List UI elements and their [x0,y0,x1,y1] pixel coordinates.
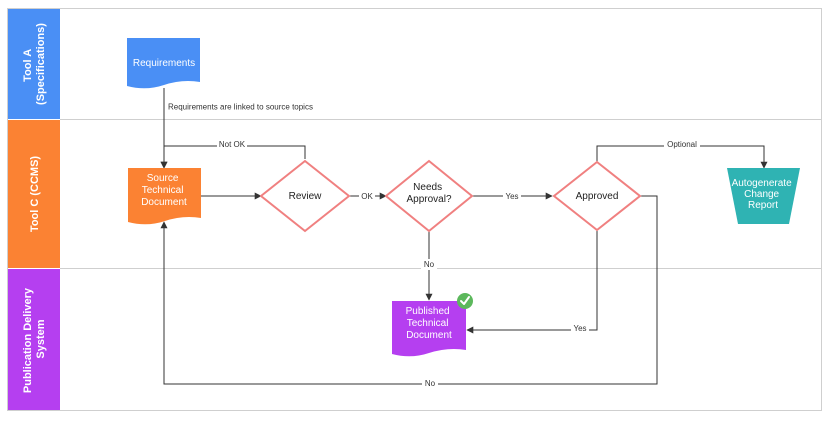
needs-approval-diamond [384,159,474,233]
checkmark-icon [457,293,473,309]
lane-header-tool-a [8,9,60,119]
approved-label: Approved [576,191,619,202]
lane-header-tool-c [8,120,60,268]
edges: Requirements are linked to source topics… [160,88,768,389]
requirements-label: Requirements [133,58,195,69]
lane-title-tool-a: Tool A (Specifications) [22,23,47,105]
needs-approval-label: Needs Approval? [406,182,451,205]
edge-label-ok: OK [361,192,373,201]
edge-label-bg [421,259,437,270]
approved-diamond [552,160,642,232]
lane-title-tool-c: Tool C (CCMS) [29,156,41,233]
change-report-label: Autogenerate Change Report [732,178,795,211]
published-document-shape [392,301,466,357]
edge-label-not-ok: Not OK [219,140,246,149]
node-published-document[interactable]: Published Technical Document [392,293,473,357]
requirements-document-shape [127,38,200,89]
source-document-shape [128,168,201,225]
edge-label-bg [503,191,521,201]
review-label: Review [289,191,323,202]
lane-header-publication [8,269,60,410]
edge-label-optional: Optional [667,140,697,149]
edge-approved-yes [466,228,598,334]
node-review[interactable]: Review [259,159,351,233]
edge-label-yes-publish: Yes [573,324,586,333]
lane-title-publication: Publication Delivery System [22,285,47,393]
edge-label-bg [167,101,319,112]
published-document-label: Published Technical Document [406,306,453,341]
node-change-report[interactable]: Autogenerate Change Report [727,168,800,224]
edge-label-bg [571,323,589,334]
source-document-label: Source Technical Document [141,173,187,208]
node-requirements[interactable]: Requirements [127,38,200,89]
review-diamond [259,159,351,233]
edge-label-bg [664,139,700,150]
edge-approved-no [160,195,658,385]
node-needs-approval[interactable]: Needs Approval? [384,159,474,233]
edge-label-linked: Requirements are linked to source topics [168,103,313,112]
edge-label-no-loop: No [425,379,436,388]
edge-label-yes-approval: Yes [505,192,518,201]
edge-label-bg [359,191,375,201]
node-approved[interactable]: Approved [552,160,642,232]
edge-label-bg [422,378,438,389]
change-report-shape [727,168,800,224]
edge-label-bg [217,139,247,150]
node-source-document[interactable]: Source Technical Document [128,168,201,225]
edge-label-no-publish: No [424,260,435,269]
